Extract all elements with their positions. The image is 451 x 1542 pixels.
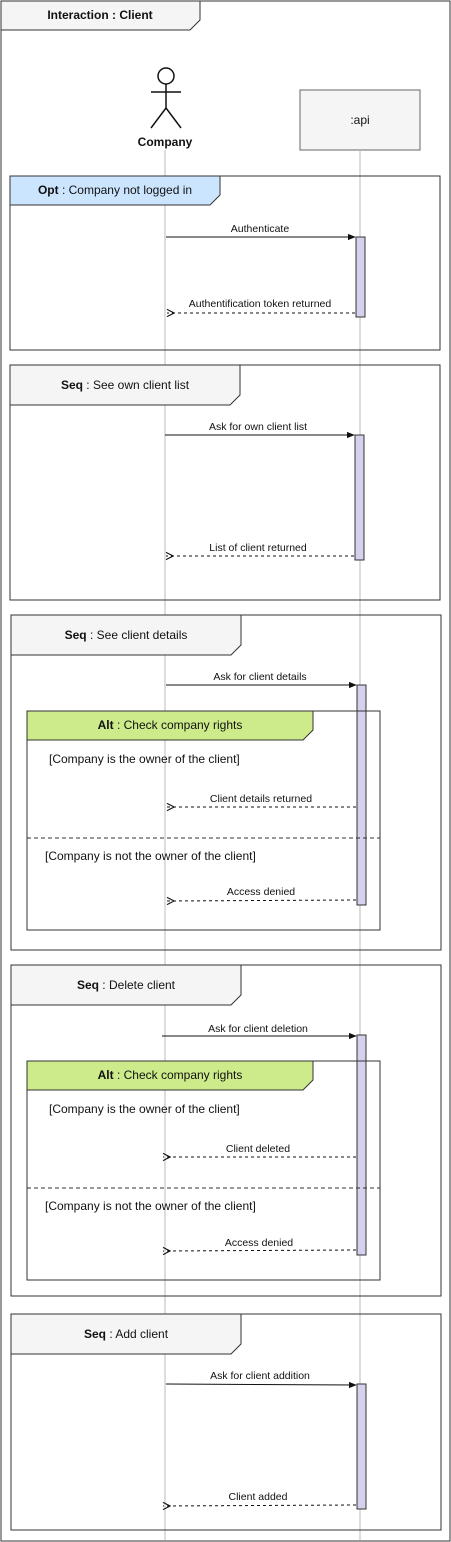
fragment-title: Alt : Check company rights — [98, 1068, 243, 1082]
fragment-seq: Seq : Add client — [10, 1313, 442, 1531]
return-arrow — [163, 1505, 357, 1506]
activation-bar — [354, 434, 365, 561]
return-label: Client details returned — [210, 793, 312, 805]
fragment-seq: Seq : See client details — [10, 614, 442, 951]
fragment-title: Seq : Delete client — [77, 978, 176, 992]
activation-bar — [356, 1383, 367, 1510]
return-label: Client added — [229, 1491, 288, 1503]
interaction-frame-title: Interaction : Client — [47, 8, 152, 22]
fragment-alt: Alt : Check company rights [Company is t… — [26, 1060, 381, 1281]
fragment-title: Opt : Company not logged in — [38, 183, 192, 197]
alt-guard: [Company is not the owner of the client] — [45, 849, 256, 863]
return-label: Access denied — [225, 1237, 293, 1249]
fragment-seq: Seq : See own client list — [9, 364, 441, 601]
message-label: Authenticate — [231, 223, 290, 235]
alt-guard: [Company is not the owner of the client] — [45, 1199, 256, 1213]
interaction-frame-tab — [0, 0, 201, 31]
api-participant-label: :api — [350, 113, 369, 127]
fragment-title: Seq : Add client — [84, 1327, 169, 1341]
actor-head-icon — [157, 67, 175, 85]
fragment-opt: Opt : Company not logged in — [9, 175, 441, 351]
return-arrow — [163, 1250, 357, 1251]
fragment-title: Alt : Check company rights — [98, 718, 243, 732]
message-label: Ask for client addition — [210, 1370, 310, 1382]
company-actor[interactable]: Company — [138, 67, 193, 149]
activation-bar — [356, 1034, 367, 1256]
message-label: Ask for own client list — [209, 421, 307, 433]
message-arrow — [165, 1381, 357, 1389]
company-actor-label: Company — [138, 135, 193, 149]
message-label: Ask for client details — [213, 671, 306, 683]
fragment-alt: Alt : Check company rights [Company is t… — [26, 710, 381, 931]
return-label: Authentification token returned — [189, 298, 332, 310]
return-label: Client deleted — [226, 1143, 290, 1155]
fragment-seq: Seq : Delete client — [10, 964, 442, 1297]
return-label: Access denied — [227, 886, 295, 898]
message-label: Ask for client deletion — [208, 1023, 308, 1035]
fragment-title: Seq : See own client list — [61, 378, 190, 392]
activation-bar — [355, 236, 366, 318]
alt-guard: [Company is the owner of the client] — [49, 1102, 240, 1116]
api-participant[interactable]: :api — [299, 89, 421, 151]
activation-bar — [356, 684, 367, 906]
alt-guard: [Company is the owner of the client] — [49, 752, 240, 766]
fragment-title: Seq : See client details — [65, 628, 188, 642]
return-label: List of client returned — [209, 542, 307, 554]
return-arrow — [167, 900, 357, 901]
